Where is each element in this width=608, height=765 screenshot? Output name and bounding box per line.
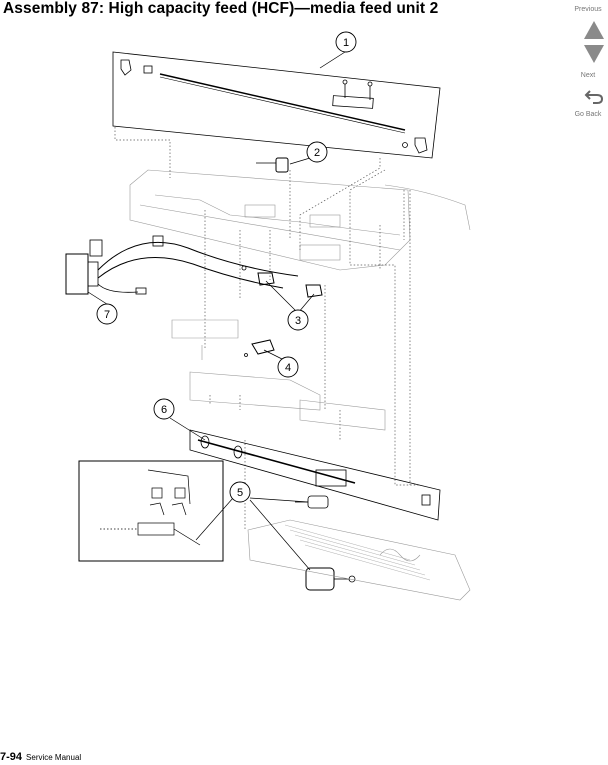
callout-circle-3 <box>287 309 309 331</box>
next-down-arrow-icon[interactable] <box>584 45 604 63</box>
page-number: 7-94 <box>0 751 23 763</box>
go-back-icon[interactable] <box>583 88 605 106</box>
callout-1: 1 <box>343 37 349 49</box>
panel-1-frame <box>112 51 441 159</box>
callout-7: 7 <box>104 309 110 321</box>
callout-circle-2 <box>306 141 328 163</box>
callout-6: 6 <box>161 404 167 416</box>
callout-circle-6 <box>153 398 175 420</box>
previous-next-arrows <box>584 21 604 63</box>
previous-up-arrow-icon[interactable] <box>584 21 604 39</box>
next-label[interactable]: Next <box>580 72 596 79</box>
callout-2: 2 <box>314 147 320 159</box>
page-title: Assembly 87: High capacity feed (HCF)—me… <box>3 0 439 17</box>
callout-circle-4 <box>277 356 299 378</box>
callout-circle-1 <box>335 31 357 53</box>
previous-label: Previous <box>574 6 602 13</box>
callout-5: 5 <box>237 487 243 499</box>
callout-circle-7 <box>96 303 118 325</box>
manual-name: Service Manual <box>26 753 82 762</box>
callout-circle-5 <box>229 481 251 503</box>
callout-4: 4 <box>285 362 291 374</box>
go-back-label[interactable]: Go Back <box>574 111 602 118</box>
callout-3: 3 <box>295 315 301 327</box>
